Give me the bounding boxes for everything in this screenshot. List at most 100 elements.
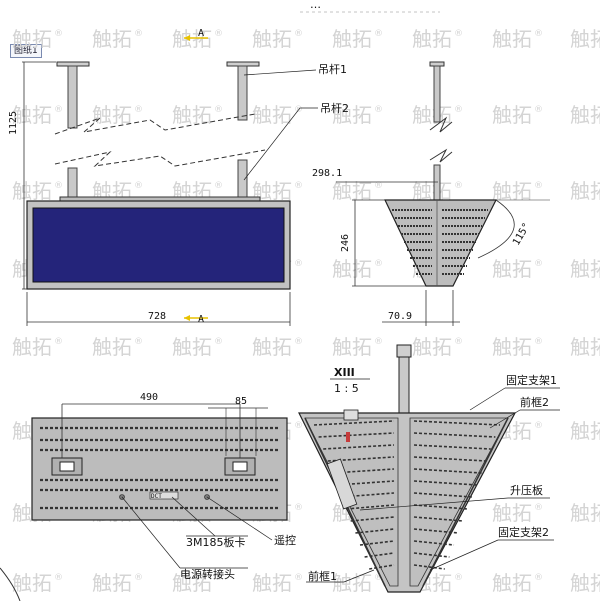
label-fixed2: 固定支架2 xyxy=(498,525,549,539)
watermark-registered: ® xyxy=(294,29,303,39)
vent-slot xyxy=(369,564,395,570)
watermark-text: 触拓 xyxy=(332,27,372,51)
vent-slot xyxy=(355,528,395,534)
label-booster: 升压板 xyxy=(510,483,543,497)
side-break-bottom xyxy=(429,148,453,163)
watermark-text: 触拓 xyxy=(172,103,212,127)
detail-vent-slots xyxy=(313,420,501,570)
side-housing xyxy=(384,199,497,287)
watermark-text: 触拓 xyxy=(412,335,452,359)
watermark-text: 触拓 xyxy=(570,419,600,443)
watermark-text: 触拓 xyxy=(570,335,600,359)
dim-back-span-text: 490 xyxy=(140,392,158,403)
watermark-text: 触拓 xyxy=(492,571,532,595)
watermark-registered: ® xyxy=(54,337,63,347)
vent-slot xyxy=(313,420,395,426)
watermark-text: 触拓 xyxy=(332,257,372,281)
vent-slot xyxy=(336,480,395,486)
label-pole2: 吊杆2 xyxy=(320,101,349,115)
vent-slot xyxy=(413,480,478,486)
watermark-registered: ® xyxy=(534,105,543,115)
vent-slot xyxy=(318,432,395,438)
watermark-text: 触拓 xyxy=(412,27,452,51)
watermark-text: 触拓 xyxy=(92,571,132,595)
angle-arc xyxy=(477,199,515,259)
pole2-cap xyxy=(226,61,260,67)
vent-slot xyxy=(413,564,445,570)
vent-slot xyxy=(359,540,395,546)
watermark-registered: ® xyxy=(134,29,143,39)
watermark-text: 触拓 xyxy=(492,27,532,51)
side-pole-upper xyxy=(433,65,441,123)
watermark-text: 触拓 xyxy=(332,103,372,127)
detail-booster-board xyxy=(326,458,358,510)
dim-back-small-text: 85 xyxy=(235,396,247,407)
watermark-registered: ® xyxy=(54,29,63,39)
vent-slot xyxy=(413,552,450,558)
pole1-lower xyxy=(67,167,78,199)
watermark-registered: ® xyxy=(374,573,383,583)
vent-slot xyxy=(413,528,459,534)
dim-side-height-text: 246 xyxy=(340,234,351,252)
watermark-registered: ® xyxy=(534,181,543,191)
watermark-text: 触拓 xyxy=(412,179,452,203)
watermark-registered: ® xyxy=(134,573,143,583)
watermark-text: 触拓 xyxy=(332,571,372,595)
watermark-text: 触拓 xyxy=(492,179,532,203)
side-view: 298.1 246 70.9 115° xyxy=(312,61,550,326)
watermark-text: 触拓 xyxy=(252,335,292,359)
display-screen xyxy=(32,207,285,283)
dim-height-text: 1125 xyxy=(8,111,19,135)
watermark-registered: ® xyxy=(374,259,383,269)
break-line-top xyxy=(54,113,256,135)
watermark-registered: ® xyxy=(54,181,63,191)
watermark-text: 触拓 xyxy=(172,571,212,595)
watermark-registered: ® xyxy=(534,29,543,39)
pole2-lower xyxy=(237,159,248,199)
watermark-text: 触拓 xyxy=(12,571,52,595)
leader-pole2 xyxy=(243,107,301,181)
watermark-text: 触拓 xyxy=(12,103,52,127)
pole1-upper xyxy=(67,65,78,129)
watermark-registered: ® xyxy=(134,337,143,347)
watermark-text: 触拓 xyxy=(252,571,292,595)
front-view: 1125 728 A A 吊杆1 吊杆2 xyxy=(8,28,349,326)
corner-arc xyxy=(0,567,21,601)
leader-pole1 xyxy=(243,69,317,76)
label-card: 3M185板卡 xyxy=(186,535,246,549)
sheet-tab[interactable]: 图纸1 xyxy=(10,44,42,58)
vent-slot xyxy=(413,456,487,462)
watermark-text: 触拓 xyxy=(570,501,600,525)
watermark-registered: ® xyxy=(294,181,303,191)
side-break-top xyxy=(429,116,453,133)
watermark-text: 触拓 xyxy=(252,103,292,127)
label-remote: 遥控 xyxy=(274,533,296,547)
watermark-text: 触拓 xyxy=(172,335,212,359)
watermark-registered: ® xyxy=(294,421,303,431)
dim-side-bottom-text: 70.9 xyxy=(388,311,412,322)
watermark-registered: ® xyxy=(54,573,63,583)
vent-slot xyxy=(413,504,468,510)
watermark-text: 触拓 xyxy=(332,335,372,359)
vent-slot xyxy=(413,444,491,450)
watermark-text: 触拓 xyxy=(332,179,372,203)
watermark-registered: ® xyxy=(374,181,383,191)
dim-side-top-text: 298.1 xyxy=(312,168,342,179)
watermark-registered: ® xyxy=(214,105,223,115)
vent-slot xyxy=(413,468,482,474)
vent-slot xyxy=(346,504,395,510)
watermark-text: 触拓 xyxy=(492,103,532,127)
pole1-cap xyxy=(56,61,90,67)
dim-width-text: 728 xyxy=(148,311,166,322)
board-print: DCT xyxy=(151,493,162,500)
watermark-registered: ® xyxy=(214,573,223,583)
watermark-registered: ® xyxy=(454,337,463,347)
detail-red-marker xyxy=(346,432,350,442)
watermark-registered: ® xyxy=(294,503,303,513)
watermark-registered: ® xyxy=(534,573,543,583)
watermark-registered: ® xyxy=(214,181,223,191)
watermark-text: 触拓 xyxy=(570,571,600,595)
watermark-registered: ® xyxy=(454,29,463,39)
section-arrow-bottom: A xyxy=(184,314,208,325)
drawing-title-partial: … xyxy=(310,0,321,11)
